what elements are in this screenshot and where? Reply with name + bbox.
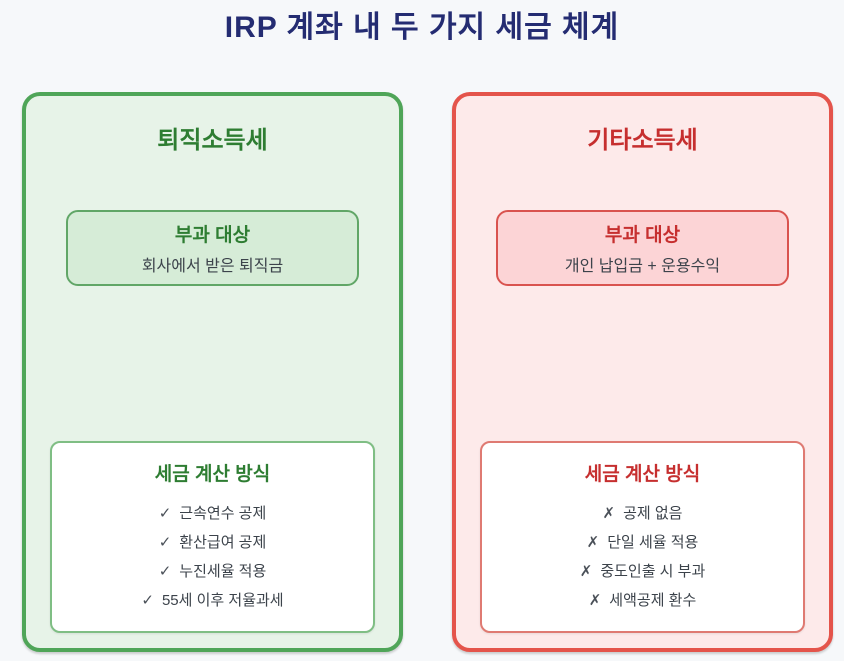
list-item-label: 세액공제 환수: [609, 592, 697, 609]
panels-container: 퇴직소득세 부과 대상 회사에서 받은 퇴직금 세금 계산 방식 ✓ 근속연수 …: [0, 92, 844, 652]
x-mark-icon: ✗: [579, 563, 593, 580]
retirement-tax-title: 퇴직소득세: [157, 127, 268, 154]
other-target-heading: 부과 대상: [604, 225, 681, 246]
list-item-label: 공제 없음: [623, 505, 683, 522]
x-mark-icon: ✗: [586, 534, 600, 551]
list-item: ✗ 중도인출 시 부과: [482, 557, 803, 586]
list-item-label: 중도인출 시 부과: [600, 563, 706, 580]
other-target-body: 개인 납입금 + 운용수익: [564, 258, 721, 275]
retirement-target-box: 부과 대상 회사에서 받은 퇴직금: [66, 210, 359, 286]
retirement-method-box: 세금 계산 방식 ✓ 근속연수 공제 ✓ 환산급여 공제 ✓ 누진세율 적용 ✓…: [50, 441, 375, 633]
panel-retirement-tax: 퇴직소득세 부과 대상 회사에서 받은 퇴직금 세금 계산 방식 ✓ 근속연수 …: [22, 92, 403, 652]
other-target-box: 부과 대상 개인 납입금 + 운용수익: [496, 210, 789, 286]
list-item-label: 단일 세율 적용: [607, 534, 699, 551]
list-item-label: 환산급여 공제: [179, 534, 267, 551]
list-item: ✓ 환산급여 공제: [52, 528, 373, 557]
other-method-box: 세금 계산 방식 ✗ 공제 없음 ✗ 단일 세율 적용 ✗ 중도인출 시 부과 …: [480, 441, 805, 633]
other-method-list: ✗ 공제 없음 ✗ 단일 세율 적용 ✗ 중도인출 시 부과 ✗ 세액공제 환수: [482, 499, 803, 615]
check-icon: ✓: [158, 534, 172, 551]
list-item: ✓ 55세 이후 저율과세: [52, 586, 373, 615]
check-icon: ✓: [158, 505, 172, 522]
list-item-label: 누진세율 적용: [179, 563, 267, 580]
check-icon: ✓: [158, 563, 172, 580]
page-background: { "page": { "title": "IRP 계좌 내 두 가지 세금 체…: [0, 7, 844, 661]
list-item: ✓ 누진세율 적용: [52, 557, 373, 586]
retirement-method-heading: 세금 계산 방식: [154, 464, 271, 485]
list-item: ✓ 근속연수 공제: [52, 499, 373, 528]
list-item-label: 55세 이후 저율과세: [161, 592, 284, 609]
other-income-tax-title: 기타소득세: [587, 127, 698, 154]
check-icon: ✓: [141, 592, 154, 609]
list-item-label: 근속연수 공제: [179, 505, 267, 522]
x-mark-icon: ✗: [602, 505, 616, 522]
retirement-target-heading: 부과 대상: [174, 225, 251, 246]
panel-other-income-tax: 기타소득세 부과 대상 개인 납입금 + 운용수익 세금 계산 방식 ✗ 공제 …: [452, 92, 833, 652]
retirement-target-body: 회사에서 받은 퇴직금: [141, 258, 284, 275]
x-mark-icon: ✗: [588, 592, 602, 609]
list-item: ✗ 단일 세율 적용: [482, 528, 803, 557]
page-title: IRP 계좌 내 두 가지 세금 체계: [224, 11, 620, 44]
list-item: ✗ 공제 없음: [482, 499, 803, 528]
list-item: ✗ 세액공제 환수: [482, 586, 803, 615]
retirement-method-list: ✓ 근속연수 공제 ✓ 환산급여 공제 ✓ 누진세율 적용 ✓ 55세 이후 저…: [52, 499, 373, 615]
other-method-heading: 세금 계산 방식: [584, 464, 701, 485]
